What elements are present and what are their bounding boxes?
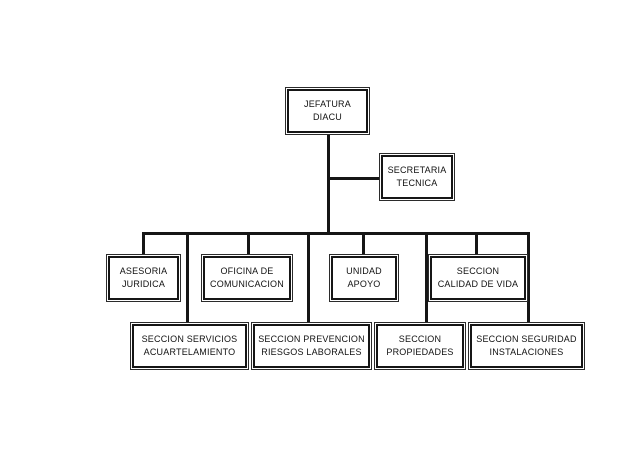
connector-drop-middle-3 [475, 232, 478, 256]
connector-drop-bottom-2 [425, 232, 428, 324]
connector-horizontal-bus [142, 232, 528, 235]
node-label: ASESORIA [119, 266, 168, 277]
connector-drop-bottom-0 [186, 232, 189, 324]
node-label: JEFATURA [304, 99, 351, 110]
node-label: SECCION PREVENCION [258, 334, 365, 345]
connector-drop-bottom-3 [527, 232, 530, 324]
node-label: SECCION [398, 334, 442, 345]
node-label: SECRETARIA [387, 165, 447, 176]
node-label: PROPIEDADES [386, 346, 454, 357]
connector-drop-middle-2 [362, 232, 365, 256]
node-label: APOYO [347, 278, 381, 289]
node-label: TECNICA [396, 177, 438, 188]
node-label: OFICINA DE [220, 266, 274, 277]
node-label: ACUARTELAMIENTO [143, 346, 236, 357]
node-label: SECCION [456, 266, 500, 277]
node-label: SECCION SERVICIOS [141, 334, 238, 345]
connector-drop-middle-0 [142, 232, 145, 256]
node-label: CALIDAD DE VIDA [437, 278, 519, 289]
node-label: JURIDICA [121, 278, 166, 289]
node-label: INSTALACIONES [489, 346, 564, 357]
node-label: COMUNICACION [210, 278, 284, 289]
connector-drop-middle-1 [247, 232, 250, 256]
node-label: UNIDAD [346, 266, 382, 277]
node-label: SECCION SEGURIDAD [476, 334, 577, 345]
connector-trunk [327, 133, 330, 232]
node-label: RIESGOS LABORALES [261, 346, 362, 357]
node-label: DIACU [312, 111, 342, 122]
connector-staff-stub [327, 177, 382, 180]
connector-drop-bottom-1 [307, 232, 310, 324]
